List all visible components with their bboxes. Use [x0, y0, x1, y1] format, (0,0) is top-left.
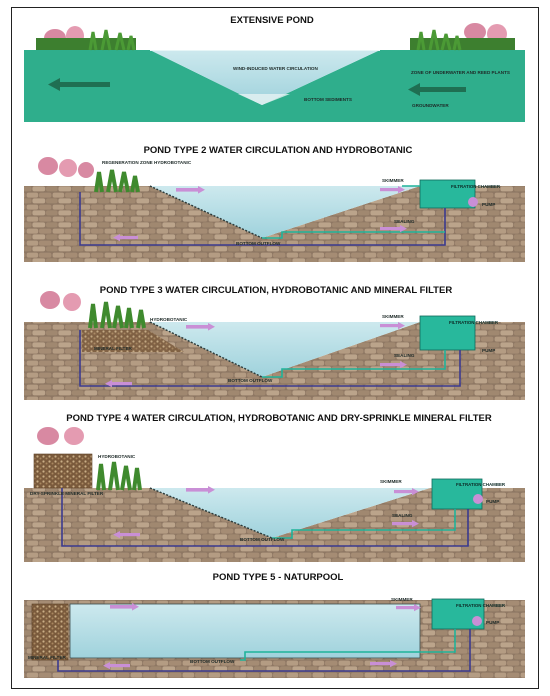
panel-extensive-pond: EXTENSIVE POND WIND-IN [24, 15, 525, 122]
label-dry-sprinkle-filter: DRY-SPRINKLE MINERAL FILTER [30, 491, 104, 496]
plant-icon [37, 427, 142, 491]
panel-4-title: POND TYPE 4 WATER CIRCULATION, HYDROBOTA… [66, 413, 492, 424]
panel-1-title: EXTENSIVE POND [230, 15, 314, 26]
pipe-return [79, 192, 446, 246]
label-wind-circulation: WIND-INDUCED WATER CIRCULATION [233, 66, 318, 71]
pond-water [150, 186, 420, 238]
label-bottom-outflow: BOTTOM OUTFLOW [236, 241, 281, 246]
pump-icon [472, 616, 482, 626]
label-mineral-filter: MINERAL FILTER [28, 655, 67, 660]
label-hydrobotanic: HYDROBOTANIC [150, 317, 188, 322]
pipe-outflow [272, 509, 456, 539]
label-mineral-filter: MINERAL FILTER [94, 346, 133, 351]
label-bottom-outflow: BOTTOM OUTFLOW [228, 378, 273, 383]
plant-icon [40, 291, 146, 329]
bottom-sediments [238, 94, 290, 105]
panel-5-title: POND TYPE 5 - NATURPOOL [213, 572, 344, 583]
label-skimmer: SKIMMER [382, 314, 404, 319]
pipe-outflow [262, 231, 445, 239]
label-skimmer: SKIMMER [382, 178, 404, 183]
label-reed-zone: ZONE OF UNDERWATER AND REED PLANTS [411, 70, 510, 75]
stone-wall-texture [24, 186, 525, 262]
pond-water [150, 488, 430, 538]
label-pump: PUMP [486, 499, 499, 504]
soil-body [24, 50, 525, 122]
label-skimmer: SKIMMER [380, 479, 402, 484]
mineral-filter-bed [31, 603, 69, 661]
groundwater-flow-arrow-left [48, 78, 110, 91]
panel-3-title: POND TYPE 3 WATER CIRCULATION, HYDROBOTA… [100, 285, 453, 296]
label-sealing: SEALING [394, 219, 415, 224]
pool-water [69, 603, 421, 659]
filtration-chamber [431, 478, 483, 510]
label-filtration-chamber: FILTRATION CHAMBER [449, 320, 499, 325]
plant-icon [38, 157, 140, 193]
dry-sprinkle-filter-box [33, 453, 93, 489]
flow-arrow-icon [113, 186, 407, 242]
label-hydrobotanic: HYDROBOTANIC [98, 454, 136, 459]
panel-pond-type-2: POND TYPE 2 WATER CIRCULATION AND HYDROB… [24, 145, 525, 262]
panel-pond-type-4: POND TYPE 4 WATER CIRCULATION, HYDROBOTA… [24, 413, 525, 562]
panel-pond-type-3: POND TYPE 3 WATER CIRCULATION, HYDROBOTA… [24, 285, 525, 400]
pump-icon [468, 197, 478, 207]
filtration-chamber [419, 179, 476, 209]
flow-arrow-icon [105, 322, 407, 388]
flow-arrow-icon [113, 486, 419, 539]
label-filtration-chamber: FILTRATION CHAMBER [451, 184, 501, 189]
label-bottom-sediments: BOTTOM SEDIMENTS [304, 97, 352, 102]
groundwater-flow-arrow-right [408, 83, 466, 96]
panel-pond-type-5: POND TYPE 5 - NATURPOOL MINERAL FILTER S… [24, 572, 525, 678]
plant-icon [36, 26, 136, 51]
label-regen-zone: REGENERATION ZONE HYDROBOTANIC [102, 160, 192, 165]
pond-water [150, 50, 380, 105]
mineral-filter-bed [82, 330, 184, 352]
pipe-outflow [262, 350, 446, 378]
label-sealing: SEALING [392, 513, 413, 518]
pipe-outflow [240, 629, 456, 661]
panel-2-title: POND TYPE 2 WATER CIRCULATION AND HYDROB… [144, 145, 413, 156]
pump-icon [473, 494, 483, 504]
label-bottom-outflow: BOTTOM OUTFLOW [240, 537, 285, 542]
filtration-chamber [419, 315, 476, 351]
label-filtration-chamber: FILTRATION CHAMBER [456, 482, 506, 487]
pipe-return [79, 330, 461, 387]
label-pump: PUMP [482, 202, 495, 207]
stone-wall-texture [24, 488, 525, 562]
label-skimmer: SKIMMER [391, 597, 413, 602]
label-bottom-outflow: BOTTOM OUTFLOW [190, 659, 235, 664]
pipe-return [57, 629, 471, 672]
label-sealing: SEALING [394, 353, 415, 358]
flow-arrow-icon [103, 603, 421, 670]
label-pump: PUMP [486, 620, 499, 625]
plant-icon [410, 23, 515, 51]
pipe-return [61, 488, 469, 547]
pond-water [150, 322, 420, 377]
label-groundwater: GROUNDWATER [412, 103, 449, 108]
label-filtration-chamber: FILTRATION CHAMBER [456, 603, 506, 608]
label-pump: PUMP [482, 348, 495, 353]
